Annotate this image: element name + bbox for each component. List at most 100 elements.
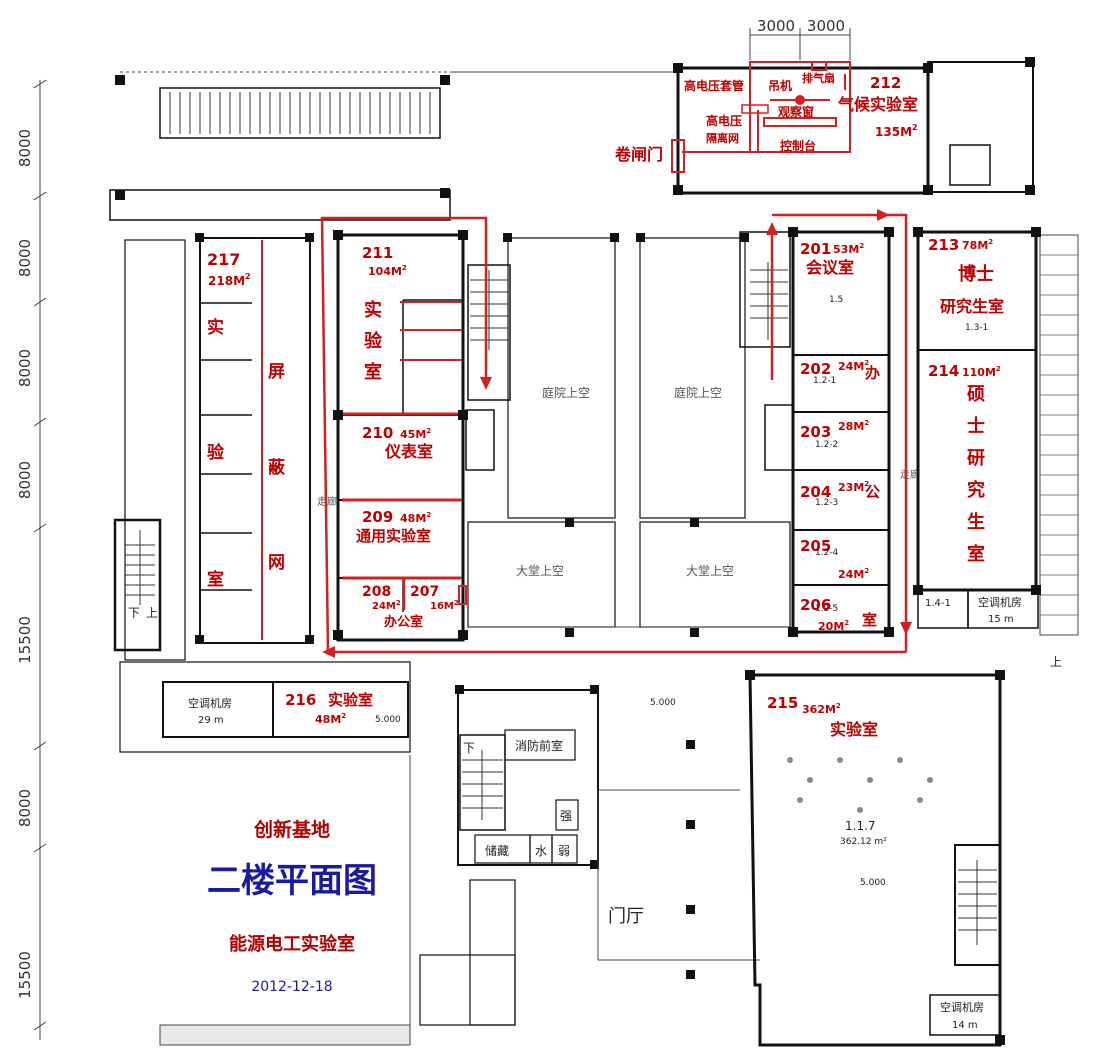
room-number-215: 215 [767,694,798,712]
room-name-214-char: 硕 [967,384,985,405]
room-name-201: 会议室 [806,258,854,277]
fire-room-label: 消防前室 [515,738,563,753]
room-number-202: 202 [800,360,831,378]
room-name-214-char: 生 [967,511,985,533]
elevation-label: 5.000 [375,715,401,725]
dimension-label: 15500 [16,616,34,664]
room-name-217-char: 实 [207,317,224,338]
room-name-213: 研究生室 [940,297,1004,316]
room-area-217: 218M2 [208,272,251,288]
hv-isolation-label: 高电压 [706,113,742,128]
room-area-213: 78M2 [962,238,993,252]
room-name-206: 室 [862,611,877,629]
circulation-route [320,209,912,658]
ac-room-left: 空调机房 29 m [188,696,232,726]
room-number-207: 207 [410,584,439,600]
room-area-208: 24M2 [372,599,401,612]
top-dimension: 3000 3000 [749,17,851,60]
room-name-214-char: 士 [967,416,985,437]
ac-room-label: 空调机房 [940,1000,984,1014]
room-name-212: 气候实验室 [837,95,918,114]
room-area-210: 45M2 [400,427,431,441]
room-number-211: 211 [362,244,393,262]
lower-centre-block: 下 消防前室 储藏 水 弱 强 门厅 5.000 5.000 [159,685,760,1046]
lab-215-block: 1.1.7 362.12 m² 5.000 空调机房 14 m 上 [745,655,1062,1047]
room-name-211-char: 室 [364,361,382,383]
storage-label: 储藏 [485,843,509,858]
hv-bushing-label: 高电压套管 [684,78,744,93]
left-wing-walls: 下 上 [109,75,451,753]
room-number-201: 201 [800,240,831,258]
room-area-209: 48M2 [400,511,431,525]
room-code: 1.4-1 [925,598,951,609]
room-number-213: 213 [928,236,959,254]
room-name-210: 仪表室 [384,442,433,461]
room-name-217-char: 验 [207,442,225,463]
room-area-211: 104M2 [368,264,407,278]
room-code: 1.2-3 [815,498,838,508]
far-right-block: 1.4-1 空调机房 15 m [913,227,1079,636]
room-number-214: 214 [928,362,959,380]
courtyard-label: 庭院上空 [542,385,590,400]
ac-room-area: 14 m [952,1020,978,1031]
room-name-211-char: 实 [364,299,382,321]
room-area-201: 53M2 [833,242,864,256]
stair-up-label: 上 [146,606,158,620]
room-name-214-char: 室 [967,543,985,565]
route-path-main [772,213,908,652]
room-number-210: 210 [362,424,393,442]
stair-down-label: 下 [128,606,140,620]
lobby-label: 门厅 [608,906,644,927]
room-name-215: 实验室 [830,720,878,739]
hall-label: 大堂上空 [516,564,564,578]
dimension-label: 8000 [16,239,34,277]
room-name-209: 通用实验室 [356,527,431,545]
room-area-206: 20M2 [818,619,849,633]
room-area-203: 28M2 [838,419,869,433]
room-area-204: 23M2 [838,480,869,494]
room-number-216: 216 [285,691,316,709]
title-block: 创新基地 二楼平面图 能源电工实验室 2012-12-18 [207,818,377,995]
room-name-202: 办 [865,364,880,382]
dimension-label: 8000 [16,349,34,387]
dimension-label: 8000 [16,789,34,827]
office-label: 办公室 [384,614,423,630]
page-title: 二楼平面图 [207,861,377,901]
room-name-213: 博士 [958,263,994,285]
room-area-215: 362M2 [802,702,841,716]
console-label: 控制台 [780,138,816,153]
room-name-217-char: 室 [207,569,224,590]
window-label: 观察窗 [778,104,814,119]
room-name-216: 实验室 [328,691,373,709]
route-path-bottom [320,216,906,654]
ac-room-area: 29 m [198,715,224,726]
climate-lab-block [671,57,1035,195]
water-label: 水 [535,844,547,858]
room-area-212: 135M2 [875,123,918,139]
elevation-label: 5.000 [860,878,886,888]
org-title: 创新基地 [253,818,330,841]
exhaust-fan-label: 排气扇 [802,71,835,85]
room-name-217-char: 网 [268,553,285,573]
room-area-205: 24M2 [838,567,869,581]
crane-label: 吊机 [768,78,792,93]
ac-room-area: 15 m [988,614,1014,625]
hall-label: 大堂上空 [686,564,734,578]
dimension-label: 8000 [16,461,34,499]
stair-up-label: 上 [1050,655,1062,669]
room-number-203: 203 [800,423,831,441]
courtyard-label: 庭院上空 [674,385,722,400]
room-area-note: 362.12 m² [840,837,887,847]
room-number-217: 217 [207,250,240,269]
room-code: 1.3-1 [965,323,988,333]
room-name-214-char: 研 [967,448,985,469]
dimension-label: 8000 [16,129,34,167]
central-left-block [333,230,511,642]
plan-date: 2012-12-18 [251,979,332,995]
right-office-block [739,227,894,637]
top-bridge [120,71,680,139]
room-area-202: 24M2 [838,359,869,373]
left-dimension-strip: 8000 8000 8000 8000 15500 8000 15500 [16,79,47,1040]
room-number-204: 204 [800,483,831,501]
